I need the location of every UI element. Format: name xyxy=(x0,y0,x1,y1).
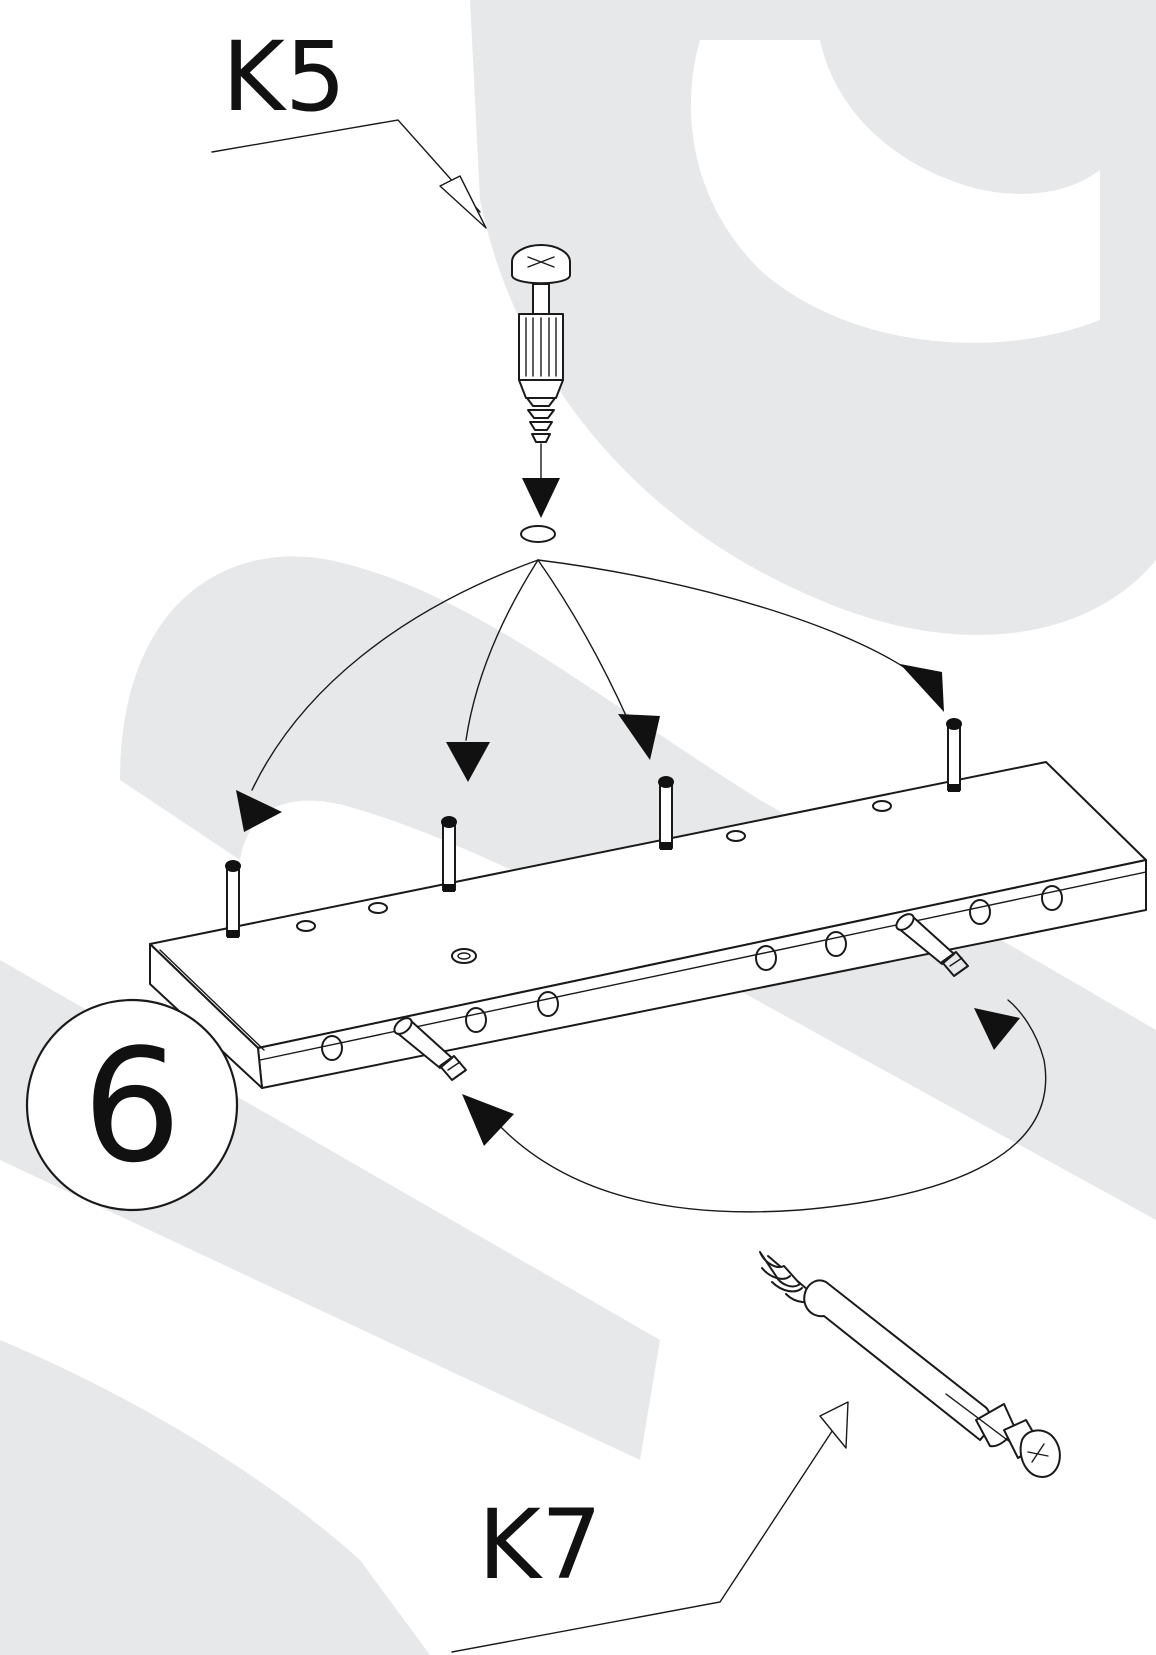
arrow-icon xyxy=(900,664,944,712)
pin-4 xyxy=(946,718,962,792)
loop-arrow xyxy=(462,999,1047,1213)
step-number: 6 xyxy=(82,1015,181,1197)
k7-leader xyxy=(451,1401,849,1653)
arrow-icon xyxy=(618,714,660,760)
cam-bolt-icon xyxy=(511,244,571,543)
step-circle xyxy=(25,998,239,1212)
pin-3 xyxy=(658,776,674,850)
top-holes xyxy=(296,800,892,964)
step-indicator: 6 xyxy=(25,998,239,1212)
arrow-icon xyxy=(236,790,282,832)
pin-1 xyxy=(225,860,241,938)
distribution-arrows xyxy=(236,559,944,832)
connector-right xyxy=(895,913,969,977)
shelf-panel xyxy=(149,718,1147,1089)
watermark-ring xyxy=(470,0,1156,635)
pin-2 xyxy=(441,816,457,892)
arrow-icon xyxy=(522,478,560,518)
arrow-icon xyxy=(462,1094,514,1146)
watermark-lower xyxy=(0,1340,430,1655)
arrow-icon xyxy=(974,1008,1020,1050)
arrow-icon xyxy=(446,742,490,782)
horizontal-connectors xyxy=(393,913,969,1081)
label-k5: K5 xyxy=(222,21,346,133)
connector-left xyxy=(393,1017,467,1081)
dowel-connector-icon xyxy=(759,1251,1061,1478)
vertical-pins xyxy=(225,718,962,938)
front-holes xyxy=(321,885,1063,1061)
label-k7: K7 xyxy=(478,1489,602,1601)
k5-leader xyxy=(211,119,487,229)
